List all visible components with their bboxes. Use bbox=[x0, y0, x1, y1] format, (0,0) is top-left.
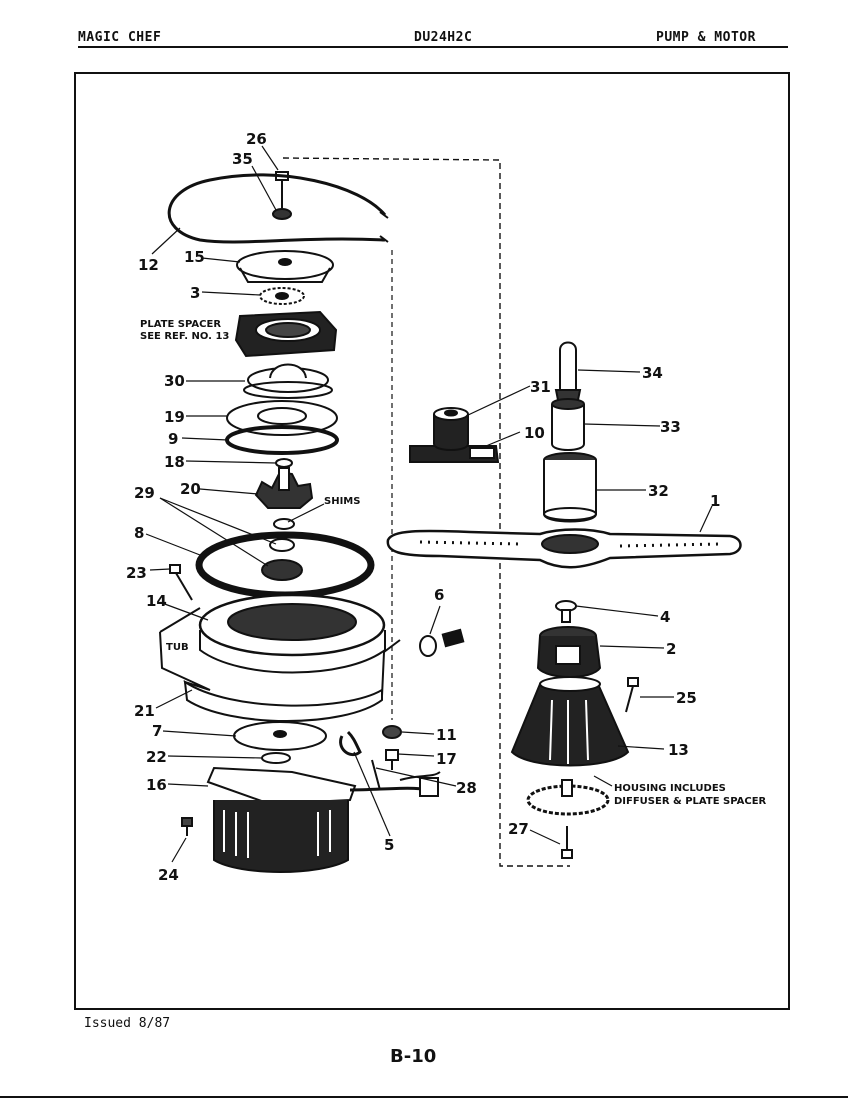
callout-33: 33 bbox=[660, 418, 681, 436]
callout-29: 29 bbox=[134, 484, 155, 502]
note-plate-spacer: PLATE SPACER bbox=[140, 319, 221, 330]
footer-page-number: B-10 bbox=[390, 1046, 437, 1067]
header-brand: MAGIC CHEF bbox=[78, 30, 162, 45]
part-2-hub bbox=[536, 626, 602, 678]
note-plate-spacer-ref: SEE REF. NO. 13 bbox=[140, 331, 229, 342]
callout-20: 20 bbox=[180, 480, 201, 498]
callout-3: 3 bbox=[190, 284, 200, 302]
callout-9: 9 bbox=[168, 430, 178, 448]
callout-30: 30 bbox=[164, 372, 185, 390]
part-27-screw bbox=[561, 826, 573, 859]
part-6-grommet bbox=[419, 628, 465, 657]
part-29-seal bbox=[261, 538, 303, 581]
note-tub: TUB bbox=[166, 642, 189, 653]
part-31-bushing bbox=[433, 407, 469, 451]
part-17-screw bbox=[385, 749, 399, 770]
callout-1: 1 bbox=[710, 492, 720, 510]
dashed-routing-line bbox=[282, 157, 570, 867]
callout-8: 8 bbox=[134, 524, 144, 542]
note-diffuser-plate-spacer: DIFFUSER & PLATE SPACER bbox=[614, 796, 767, 807]
plate-spacer bbox=[234, 310, 338, 358]
note-shims: SHIMS bbox=[324, 496, 360, 507]
part-20-impeller bbox=[254, 467, 314, 509]
callout-23: 23 bbox=[126, 564, 147, 582]
callout-26: 26 bbox=[246, 130, 267, 148]
header-model: DU24H2C bbox=[414, 30, 473, 45]
callout-15: 15 bbox=[184, 248, 205, 266]
part-28-terminal bbox=[371, 759, 441, 791]
callout-21: 21 bbox=[134, 702, 155, 720]
diagram-frame bbox=[74, 72, 790, 1010]
part-7-slinger bbox=[233, 721, 327, 751]
callout-34: 34 bbox=[642, 364, 663, 382]
part-30-cover bbox=[243, 363, 333, 399]
part-12-heater-element bbox=[167, 173, 387, 244]
callout-19: 19 bbox=[164, 408, 185, 426]
part-1-spray-arm bbox=[386, 528, 742, 569]
callout-35: 35 bbox=[232, 150, 253, 168]
callout-22: 22 bbox=[146, 748, 167, 766]
leader-lines bbox=[145, 145, 713, 863]
callout-24: 24 bbox=[158, 866, 179, 884]
part-14-pump-base bbox=[198, 593, 386, 674]
part-32-tube bbox=[543, 452, 597, 523]
callout-17: 17 bbox=[436, 750, 457, 768]
diffuser bbox=[526, 779, 610, 816]
part-19-plate bbox=[226, 400, 338, 436]
header-section: PUMP & MOTOR bbox=[656, 30, 756, 45]
callout-14: 14 bbox=[146, 592, 167, 610]
part-23-screw bbox=[169, 564, 193, 601]
callout-11: 11 bbox=[436, 726, 457, 744]
callout-2: 2 bbox=[666, 640, 676, 658]
footer-issued: Issued 8/87 bbox=[84, 1016, 171, 1031]
part-22-shaft-seal bbox=[261, 752, 291, 764]
part-35-washer bbox=[272, 208, 292, 220]
part-11-nut bbox=[382, 725, 402, 739]
note-housing-includes: HOUSING INCLUDES bbox=[614, 783, 726, 794]
callout-10: 10 bbox=[524, 424, 545, 442]
part-18-ring bbox=[275, 458, 293, 468]
part-15-plate bbox=[236, 250, 334, 283]
part-33-tube bbox=[551, 398, 585, 451]
part-5-clip bbox=[339, 730, 362, 757]
part-4-screw-cap bbox=[555, 600, 577, 623]
header-rule bbox=[78, 46, 788, 48]
callout-7: 7 bbox=[152, 722, 162, 740]
part-34-cap bbox=[554, 341, 582, 401]
callout-25: 25 bbox=[676, 689, 697, 707]
part-3-gear bbox=[259, 287, 305, 305]
callout-5: 5 bbox=[384, 836, 394, 854]
part-24-screw bbox=[181, 817, 193, 836]
callout-18: 18 bbox=[164, 453, 185, 471]
callout-16: 16 bbox=[146, 776, 167, 794]
part-13-housing bbox=[510, 676, 630, 767]
bottom-rule bbox=[0, 1096, 848, 1098]
callout-4: 4 bbox=[660, 608, 670, 626]
callout-6: 6 bbox=[434, 586, 444, 604]
part-25-screw bbox=[625, 677, 639, 713]
part-16-motor bbox=[206, 766, 439, 873]
callout-13: 13 bbox=[668, 741, 689, 759]
callout-27: 27 bbox=[508, 820, 529, 838]
callout-32: 32 bbox=[648, 482, 669, 500]
callout-28: 28 bbox=[456, 779, 477, 797]
callout-12: 12 bbox=[138, 256, 159, 274]
callout-31: 31 bbox=[530, 378, 551, 396]
